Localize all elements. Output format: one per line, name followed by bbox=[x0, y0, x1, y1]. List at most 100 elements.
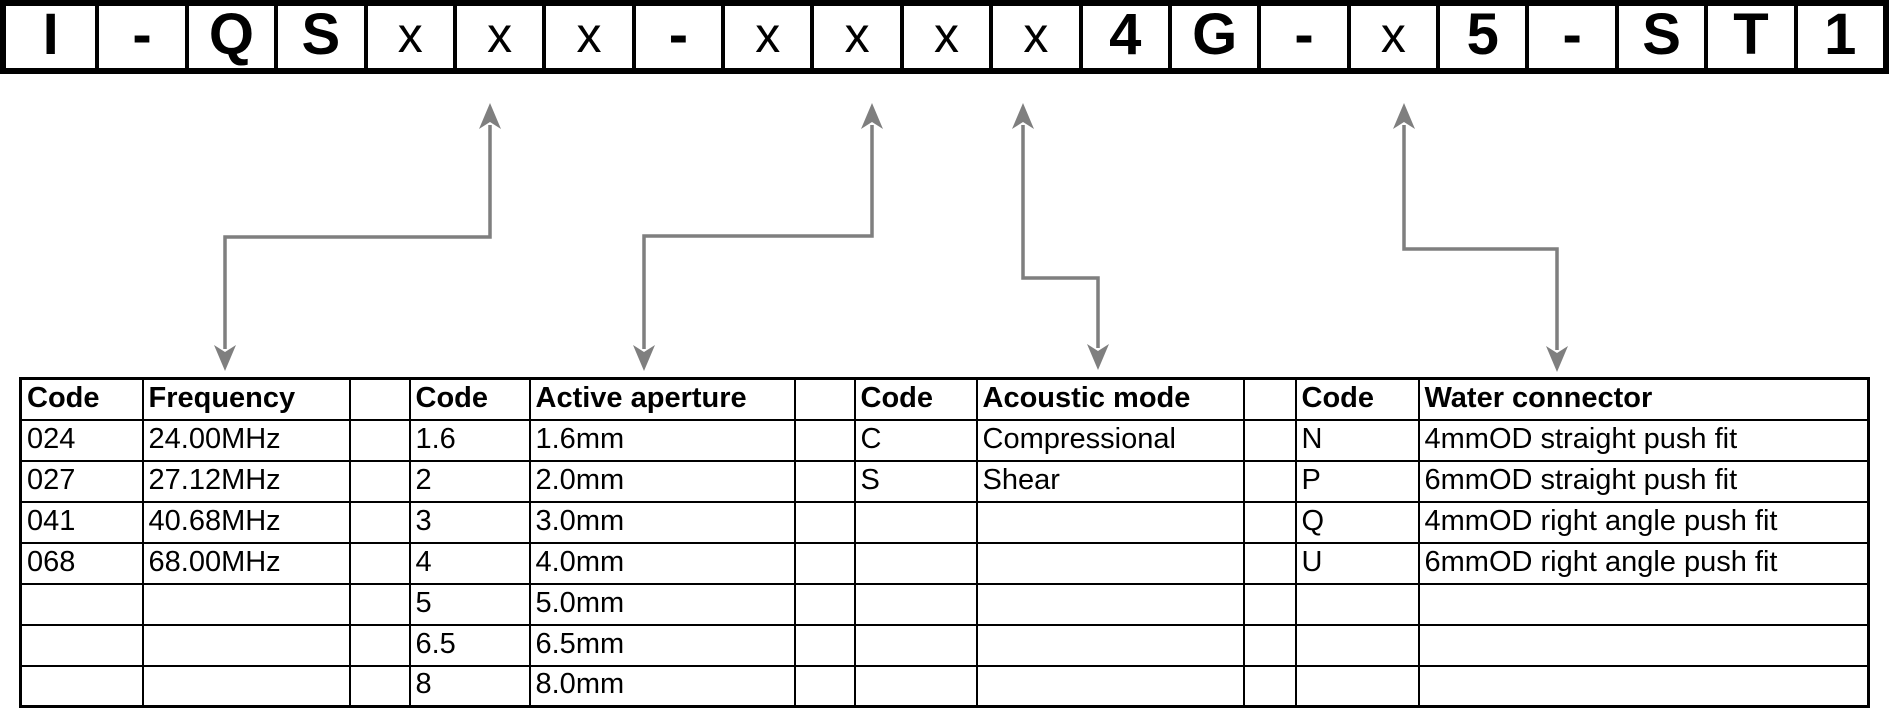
frequency-arrowhead-up-icon bbox=[479, 103, 501, 129]
frequency-code-cell bbox=[19, 582, 144, 626]
spacer-cell bbox=[793, 664, 856, 708]
frequency-arrowhead-down-icon bbox=[214, 345, 236, 371]
spacer-cell bbox=[348, 541, 411, 585]
frequency-connector bbox=[214, 103, 501, 371]
water-connector-value-cell: 4mmOD straight push fit bbox=[1417, 418, 1870, 462]
spacer-cell bbox=[1242, 377, 1297, 421]
spacer-cell bbox=[1242, 500, 1297, 544]
water-connector-value-cell bbox=[1417, 664, 1870, 708]
water-connector-code-cell bbox=[1294, 582, 1420, 626]
water-connector-value-cell bbox=[1417, 582, 1870, 626]
active-aperture-value-cell: 3.0mm bbox=[528, 500, 796, 544]
acoustic-mode-value-cell: Shear bbox=[975, 459, 1245, 503]
active-aperture-code-cell: 8 bbox=[408, 664, 531, 708]
spacer-cell bbox=[1242, 582, 1297, 626]
spacer-cell bbox=[1242, 623, 1297, 667]
acoustic-mode-arrowhead-down-icon bbox=[1087, 344, 1109, 370]
spacer-cell bbox=[348, 582, 411, 626]
active-aperture-value-cell: 1.6mm bbox=[528, 418, 796, 462]
water-connector-value-cell: 6mmOD right angle push fit bbox=[1417, 541, 1870, 585]
water-connector-code-cell bbox=[1294, 623, 1420, 667]
frequency-connector-line bbox=[223, 125, 492, 349]
spacer-cell bbox=[793, 418, 856, 462]
part-code-cell-15: - bbox=[1257, 6, 1346, 68]
water-connector-code-cell: P bbox=[1294, 459, 1420, 503]
acoustic-mode-connector-line bbox=[1021, 125, 1100, 348]
frequency-code-cell: 068 bbox=[19, 541, 144, 585]
part-code-cell-20: T bbox=[1704, 6, 1793, 68]
acoustic-mode-code-cell bbox=[853, 664, 978, 708]
spacer-cell bbox=[793, 541, 856, 585]
spacer-cell bbox=[793, 459, 856, 503]
spacer-cell bbox=[348, 664, 411, 708]
active-aperture-value-cell: 6.5mm bbox=[528, 623, 796, 667]
part-code-cell-7: x bbox=[542, 6, 631, 68]
part-code-cell-11: x bbox=[899, 6, 989, 68]
part-code-cell-17: 5 bbox=[1436, 6, 1525, 68]
frequency-value-cell: 40.68MHz bbox=[141, 500, 351, 544]
active-aperture-connector-line bbox=[642, 125, 874, 349]
water-connector-code-header: Code bbox=[1294, 377, 1420, 421]
part-code-cell-19: S bbox=[1614, 6, 1704, 68]
part-code-cell-8: - bbox=[631, 6, 721, 68]
spacer-cell bbox=[1242, 541, 1297, 585]
frequency-code-cell: 027 bbox=[19, 459, 144, 503]
active-aperture-value-cell: 5.0mm bbox=[528, 582, 796, 626]
acoustic-mode-code-cell: S bbox=[853, 459, 978, 503]
spacer-cell bbox=[1242, 664, 1297, 708]
part-code-cell-3: Q bbox=[184, 6, 274, 68]
active-aperture-label-header: Active aperture bbox=[528, 377, 796, 421]
part-code-cell-13: 4 bbox=[1078, 6, 1168, 68]
acoustic-mode-value-cell bbox=[975, 664, 1245, 708]
spacer-cell bbox=[348, 500, 411, 544]
spacer-cell bbox=[1242, 418, 1297, 462]
frequency-value-cell bbox=[141, 623, 351, 667]
part-code-cell-9: x bbox=[721, 6, 810, 68]
spacer-cell bbox=[793, 582, 856, 626]
part-code-cell-2: - bbox=[95, 6, 184, 68]
acoustic-mode-code-cell bbox=[853, 500, 978, 544]
part-code-cell-5: x bbox=[363, 6, 453, 68]
frequency-code-cell: 024 bbox=[19, 418, 144, 462]
frequency-value-cell: 68.00MHz bbox=[141, 541, 351, 585]
part-code-cell-18: - bbox=[1525, 6, 1614, 68]
water-connector-code-cell bbox=[1294, 664, 1420, 708]
frequency-value-cell: 24.00MHz bbox=[141, 418, 351, 462]
frequency-value-cell bbox=[141, 664, 351, 708]
water-connector-value-cell: 4mmOD right angle push fit bbox=[1417, 500, 1870, 544]
frequency-value-cell: 27.12MHz bbox=[141, 459, 351, 503]
active-aperture-arrowhead-up-icon bbox=[861, 103, 883, 129]
active-aperture-value-cell: 8.0mm bbox=[528, 664, 796, 708]
acoustic-mode-value-cell bbox=[975, 582, 1245, 626]
water-connector-arrowhead-down-icon bbox=[1546, 346, 1568, 372]
water-connector-connector-line bbox=[1402, 125, 1559, 350]
water-connector-value-cell: 6mmOD straight push fit bbox=[1417, 459, 1870, 503]
active-aperture-code-cell: 1.6 bbox=[408, 418, 531, 462]
frequency-value-cell bbox=[141, 582, 351, 626]
frequency-code-cell bbox=[19, 664, 144, 708]
active-aperture-code-cell: 4 bbox=[408, 541, 531, 585]
part-code-cell-1: I bbox=[42, 2, 59, 67]
active-aperture-connector bbox=[633, 103, 883, 371]
frequency-code-cell: 041 bbox=[19, 500, 144, 544]
spacer-cell bbox=[348, 623, 411, 667]
active-aperture-value-cell: 4.0mm bbox=[528, 541, 796, 585]
acoustic-mode-code-cell bbox=[853, 582, 978, 626]
water-connector-arrowhead-up-icon bbox=[1393, 103, 1415, 129]
spacer-cell bbox=[1242, 459, 1297, 503]
part-code-cell-12: x bbox=[989, 6, 1078, 68]
active-aperture-value-cell: 2.0mm bbox=[528, 459, 796, 503]
part-code-cell-16: x bbox=[1346, 6, 1436, 68]
frequency-label-header: Frequency bbox=[141, 377, 351, 421]
water-connector-code-cell: Q bbox=[1294, 500, 1420, 544]
